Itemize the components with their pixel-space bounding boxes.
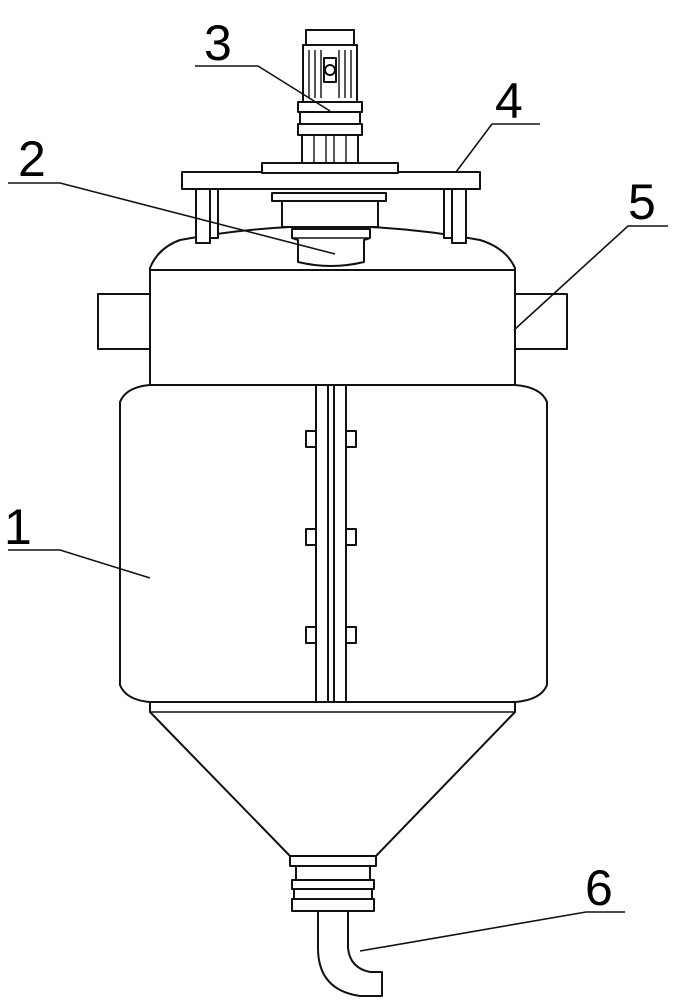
label-2: 2 (18, 131, 46, 187)
label-5: 5 (628, 174, 656, 230)
tank-neck (271, 192, 387, 228)
outlet-flange-2 (291, 879, 375, 890)
discharge-outlet (289, 855, 377, 912)
leader-5 (513, 225, 668, 331)
leader-3 (195, 65, 331, 112)
jacket-bolts (305, 430, 357, 644)
left-lug (97, 293, 151, 350)
label-3: 3 (204, 15, 232, 71)
tank-top-flange (291, 228, 371, 267)
motor-flange-middle (299, 111, 361, 125)
bolt-right-middle (345, 528, 357, 546)
neck-flange-upper (271, 192, 387, 202)
label-4: 4 (495, 73, 523, 129)
frame-leg-right-outer (451, 187, 467, 244)
side-lugs (97, 293, 568, 350)
bolt-left-top (305, 430, 317, 448)
leader-4 (455, 123, 540, 173)
label-1: 1 (4, 499, 32, 555)
label-6: 6 (585, 860, 613, 916)
drive-motor (261, 29, 399, 174)
leader-2 (8, 182, 336, 255)
outlet-flange-4 (291, 898, 375, 912)
outlet-neck (295, 865, 371, 881)
frame-leg-right-inner (443, 187, 453, 239)
motor-mount-plate (261, 162, 399, 174)
frame-top-plate (181, 171, 481, 190)
neck-body (281, 200, 379, 228)
outlet-flange-1 (289, 855, 377, 867)
part-labels: 1 2 3 4 5 6 (4, 15, 656, 916)
motor-cap (305, 29, 355, 46)
bolt-left-middle (305, 528, 317, 546)
discharge-pipe (317, 910, 383, 997)
motor-terminal-bolt (324, 64, 336, 76)
jacket-split-bar-right (333, 384, 347, 703)
main-body (119, 384, 548, 703)
bolt-right-bottom (345, 626, 357, 644)
leader-lines (8, 65, 668, 952)
frame-leg-left-inner (209, 187, 219, 239)
motor-flange-lower (297, 123, 363, 136)
support-frame (181, 171, 481, 244)
leader-1 (8, 549, 151, 579)
leader-6 (359, 911, 625, 952)
frame-leg-left-outer (195, 187, 211, 244)
conical-bottom (149, 701, 516, 857)
bolt-right-top (345, 430, 357, 448)
motor-coupling-housing (301, 133, 359, 164)
jacket-split-bar-left (315, 384, 329, 703)
outlet-flange-3 (293, 888, 373, 900)
bolt-left-bottom (305, 626, 317, 644)
